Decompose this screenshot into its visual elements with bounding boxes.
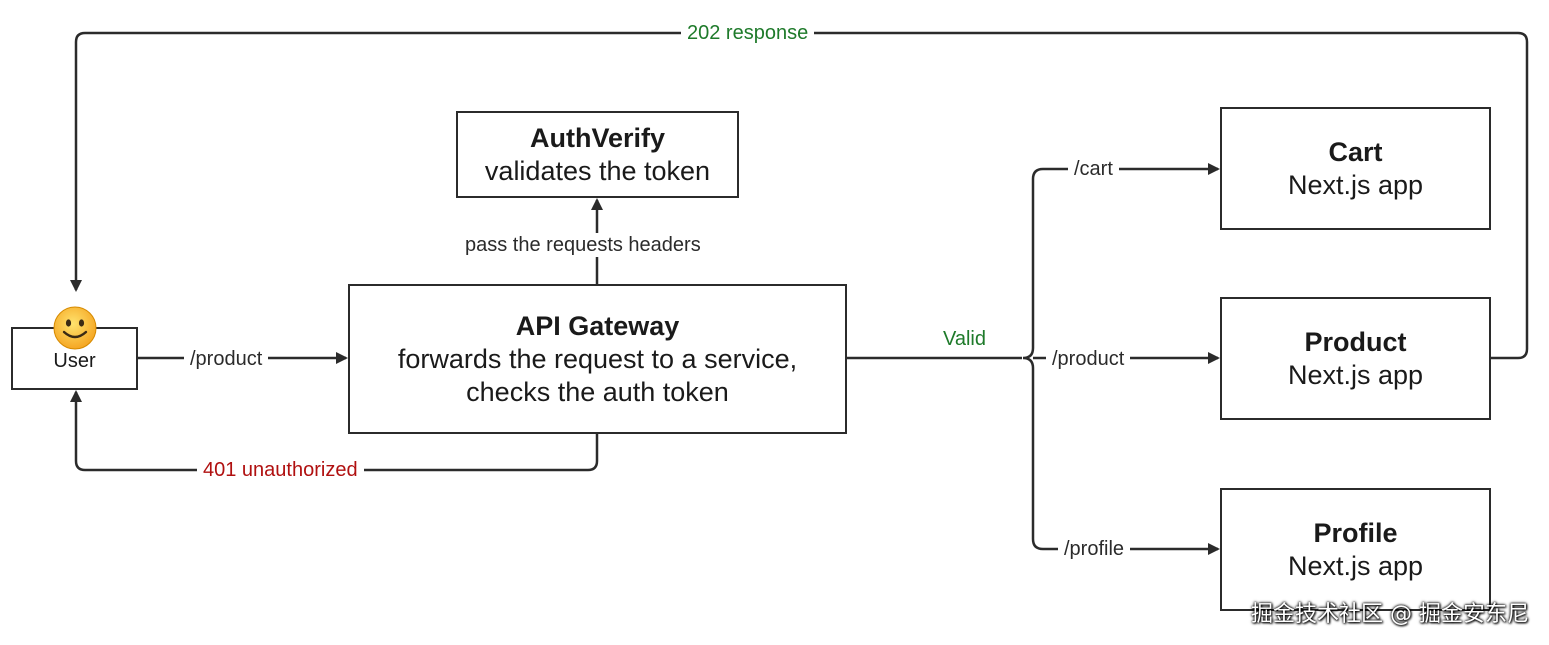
product-node: Product Next.js app [1220, 297, 1491, 420]
edge-response [70, 31, 1529, 360]
product-desc: Next.js app [1287, 359, 1424, 390]
gateway-desc-line2: checks the auth token [466, 376, 729, 407]
watermark: 掘金技术社区 @ 掘金安东尼 [1251, 602, 1529, 627]
api-gateway-node: API Gateway forwards the request to a se… [348, 284, 847, 434]
label-user-product: /product [184, 347, 269, 371]
smiley-face-icon [53, 306, 97, 350]
profile-title: Profile [1313, 517, 1398, 548]
product-title: Product [1304, 326, 1407, 357]
gateway-desc-line1: forwards the request to a service, [397, 343, 798, 374]
label-401-unauthorized: 401 unauthorized [197, 458, 364, 482]
authverify-node: AuthVerify validates the token [456, 111, 739, 198]
profile-node: Profile Next.js app [1220, 488, 1491, 611]
label-product-route: /product [1046, 347, 1131, 371]
cart-node: Cart Next.js app [1220, 107, 1491, 230]
user-label: User [53, 350, 96, 372]
label-profile-route: /profile [1058, 537, 1131, 561]
cart-title: Cart [1328, 136, 1383, 167]
label-cart-route: /cart [1068, 157, 1119, 181]
gateway-title: API Gateway [515, 310, 680, 341]
label-pass-headers: pass the requests headers [459, 233, 707, 257]
branch-brace [1022, 167, 1044, 551]
profile-desc: Next.js app [1287, 550, 1424, 581]
cart-desc: Next.js app [1287, 169, 1424, 200]
authverify-title: AuthVerify [529, 122, 666, 153]
label-202-response: 202 response [681, 21, 815, 45]
label-valid: Valid [943, 328, 986, 350]
authverify-desc: validates the token [484, 155, 711, 186]
